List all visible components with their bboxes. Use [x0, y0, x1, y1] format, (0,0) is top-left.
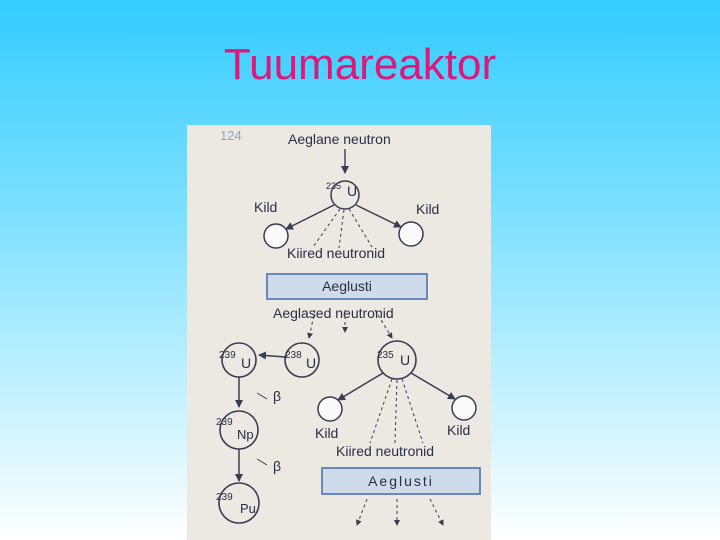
fragment-right-label: Kild	[416, 201, 439, 217]
fast-neutron-line-2	[338, 209, 345, 249]
moderator-box-1	[266, 273, 428, 300]
bottom-u235-symbol: U	[400, 352, 410, 368]
page-number: 124	[220, 128, 242, 143]
fission-diagram: 124 Aeglane neutron 235 U Kild Kild Kiir…	[187, 125, 491, 540]
bottom-fast-line-3	[401, 378, 424, 444]
top-u235-symbol: U	[347, 183, 357, 199]
fast-neutrons-label: Kiired neutronid	[287, 245, 385, 261]
pu239-mass: 239	[216, 492, 233, 503]
bottom-u235-mass: 235	[377, 350, 394, 361]
fragment-left-circle	[263, 223, 289, 249]
capture-arrow	[258, 351, 286, 360]
pu239-nucleus	[218, 482, 260, 524]
pu239-symbol: Pu	[240, 501, 256, 516]
slide-title: Tuumareaktor	[223, 40, 497, 89]
u239-mass: 239	[219, 350, 236, 361]
beta-2-label: β	[273, 458, 281, 474]
beta-1-label: β	[273, 388, 281, 404]
u238-nucleus	[284, 342, 320, 378]
fragment-left-arrow	[285, 204, 335, 230]
np239-mass: 239	[216, 417, 233, 428]
moderator-box-1-label: Aeglusti	[322, 278, 372, 294]
fragment-right-arrow	[355, 204, 402, 228]
u238-mass: 238	[285, 350, 302, 361]
bottom-fragment-right-label: Kild	[447, 422, 470, 438]
slow-neutron-label: Aeglane neutron	[288, 131, 391, 147]
slow-neutron-arrow-1	[307, 309, 316, 339]
bottom-fragment-left-label: Kild	[315, 425, 338, 441]
bottom-fast-line-1	[369, 378, 393, 444]
bottom-fast-neutrons-label: Kiired neutronid	[336, 443, 434, 459]
moderator-box-2-label: Aeglusti	[368, 473, 434, 489]
top-u235-nucleus	[330, 180, 360, 210]
np239-symbol: Np	[237, 427, 254, 442]
fast-neutron-line-1	[312, 208, 341, 248]
slow-neutrons-label: Aeglased neutronid	[273, 305, 394, 321]
bottom-fragment-right-circle	[451, 395, 477, 421]
top-u235-mass: 235	[326, 181, 341, 191]
beta-1-tick	[256, 392, 268, 400]
bottom-fragment-left-circle	[317, 396, 343, 422]
fast-neutron-line-3	[348, 208, 373, 248]
fragment-right-circle	[398, 221, 424, 247]
bottom-slow-arrow-1	[355, 498, 368, 526]
bottom-slow-arrow-3	[429, 498, 444, 526]
beta-2-tick	[256, 458, 268, 466]
fragment-left-label: Kild	[254, 199, 277, 215]
u239-symbol: U	[241, 355, 251, 371]
moderator-box-2	[321, 467, 481, 495]
bottom-fast-line-2	[394, 379, 398, 444]
u238-symbol: U	[306, 355, 316, 371]
bottom-fragment-right-arrow	[410, 372, 456, 400]
bottom-fragment-left-arrow	[337, 372, 384, 401]
bottom-u235-nucleus	[377, 340, 417, 380]
